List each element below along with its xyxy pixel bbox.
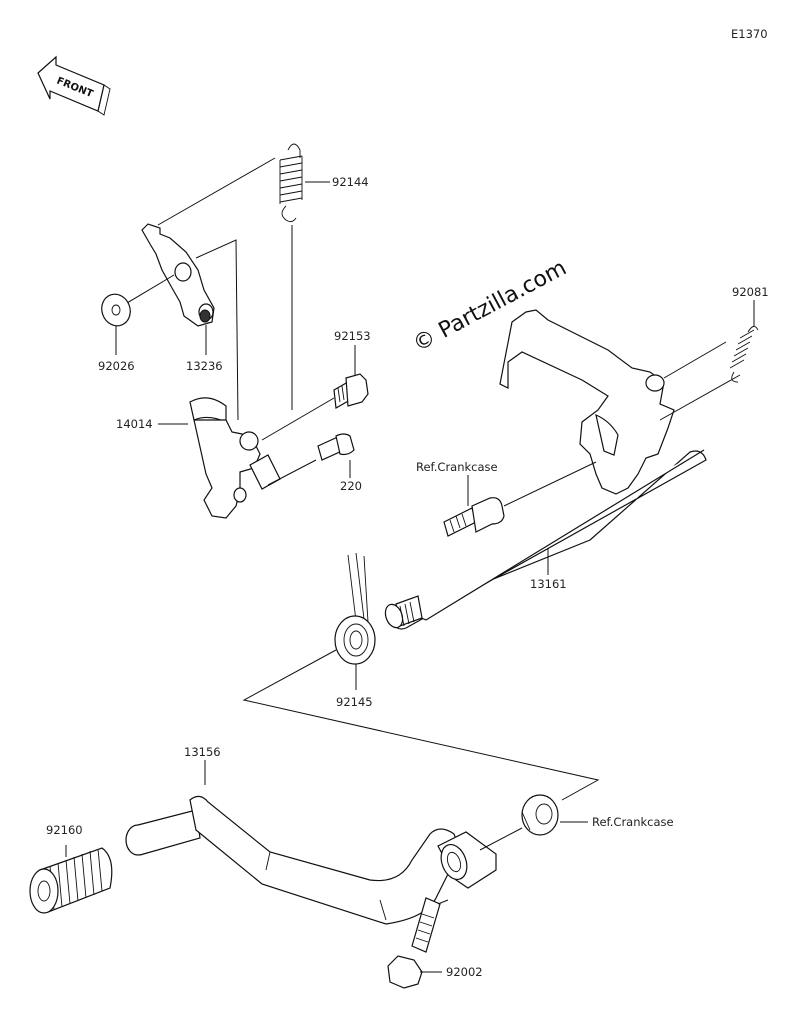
link-plate-13236	[141, 223, 215, 327]
label-92145: 92145	[336, 695, 373, 709]
washer-92026	[101, 293, 131, 327]
label-92144: 92144	[332, 175, 369, 189]
spring-92081	[729, 326, 759, 383]
label-13161: 13161	[530, 577, 567, 591]
bolt-92153	[333, 373, 369, 409]
label-ref-crankcase-1: Ref.Crankcase	[416, 460, 498, 474]
shift-pedal-13156	[125, 795, 497, 925]
label-ref-crankcase-2: Ref.Crankcase	[592, 815, 674, 829]
pin-220	[317, 433, 355, 461]
pedal-rubber-92160	[29, 847, 113, 914]
label-92026: 92026	[98, 359, 135, 373]
label-13236: 13236	[186, 359, 223, 373]
label-92081: 92081	[732, 285, 769, 299]
shift-shaft-13161	[384, 309, 707, 630]
shift-arm-14014	[189, 397, 281, 519]
crankcase-stud	[443, 497, 505, 537]
return-spring-92145	[334, 552, 376, 665]
bolt-92002	[387, 897, 441, 989]
label-13156: 13156	[184, 745, 221, 759]
label-92002: 92002	[446, 965, 483, 979]
label-92153: 92153	[334, 329, 371, 343]
front-arrow-icon: FRONT	[37, 55, 111, 116]
label-220: 220	[340, 479, 362, 493]
spring-92144	[279, 143, 303, 223]
label-92160: 92160	[46, 823, 83, 837]
diagram-code: E1370	[731, 27, 768, 41]
label-14014: 14014	[116, 417, 153, 431]
crankcase-collar	[521, 794, 559, 836]
